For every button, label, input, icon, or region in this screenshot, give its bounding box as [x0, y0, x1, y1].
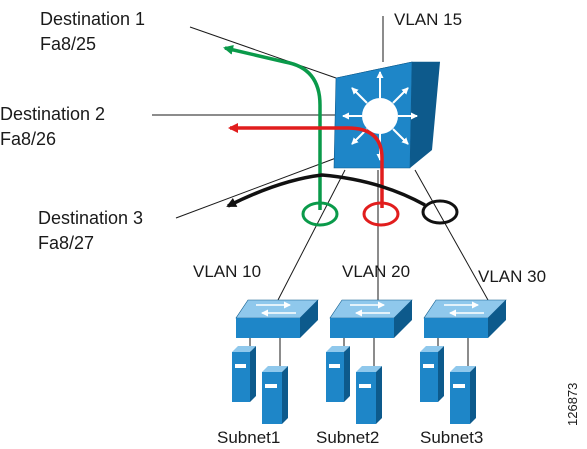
vlan-15-label: VLAN 15	[394, 10, 462, 29]
server-icon	[420, 346, 476, 424]
destination-2-flow-arrow	[228, 123, 384, 208]
access-switch-icon	[329, 299, 413, 338]
server-icon	[232, 346, 288, 424]
destination-2-label: Destination 2	[0, 104, 105, 124]
destination-3-leader	[175, 157, 337, 219]
destination-1-leader	[189, 26, 337, 79]
destination-3-flow-arrow	[226, 173, 426, 208]
vlan-30-monitor-loop	[421, 199, 459, 225]
access-switch-icon	[235, 299, 319, 338]
access-switch-icon	[423, 299, 507, 338]
vlan-10-monitor-loop	[301, 201, 339, 227]
multilayer-switch-icon	[333, 61, 441, 169]
link-vlan-30	[414, 169, 489, 301]
vlan-20-monitor-loop	[362, 201, 400, 227]
destination-1-flow-arrow	[223, 44, 322, 210]
destination-1-label: Destination 1	[40, 9, 145, 29]
vlan-10-label: VLAN 10	[193, 262, 261, 281]
vlan-30-label: VLAN 30	[478, 267, 546, 286]
link-vlan-10	[277, 169, 346, 301]
destination-3-port: Fa8/27	[38, 233, 94, 253]
server-icon	[326, 346, 382, 424]
subnet-1-label: Subnet1	[217, 428, 280, 447]
subnet-3-label: Subnet3	[420, 428, 483, 447]
vlan-20-label: VLAN 20	[342, 262, 410, 281]
subnet-2-label: Subnet2	[316, 428, 379, 447]
destination-2-port: Fa8/26	[0, 129, 56, 149]
destination-3-label: Destination 3	[38, 208, 143, 228]
figure-id: 126873	[565, 383, 580, 426]
destination-1-port: Fa8/25	[40, 34, 96, 54]
